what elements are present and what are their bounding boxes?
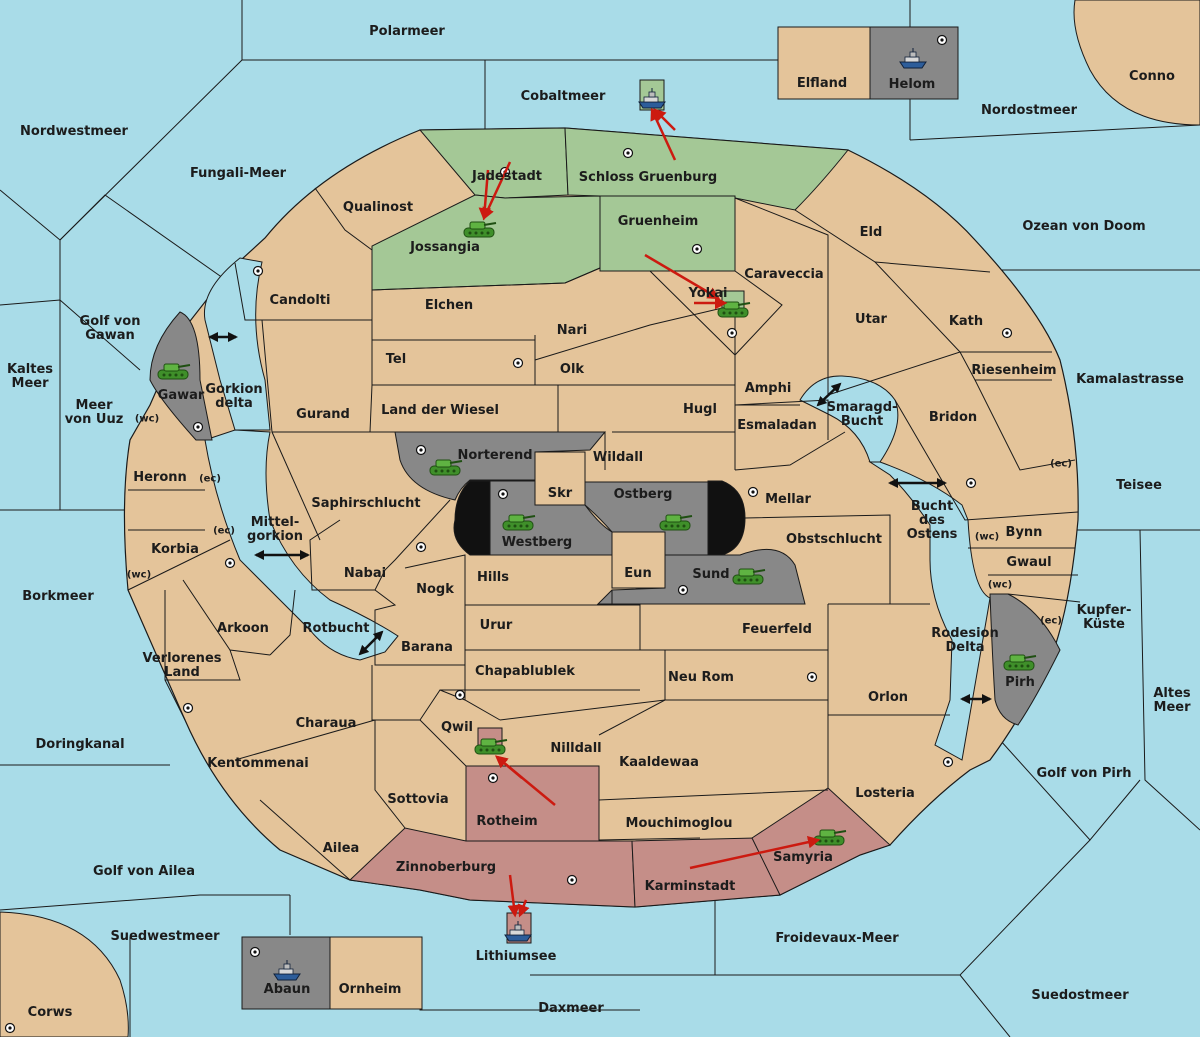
gruenheim-land[interactable]: [599, 195, 736, 272]
ostberg-cap: [707, 480, 746, 556]
move-arrow: [478, 169, 492, 221]
supply-center-icon: [566, 874, 578, 886]
supply-center-icon: [965, 477, 977, 489]
supply-center-icon: [512, 357, 524, 369]
supply-center-icon: [192, 421, 204, 433]
supply-center-icon: [942, 756, 954, 768]
elfland-land[interactable]: [777, 26, 871, 100]
rotheim-land[interactable]: [465, 765, 600, 842]
supply-center-icon: [806, 671, 818, 683]
gorkion-delta-sea[interactable]: [203, 257, 271, 431]
norterend-land[interactable]: [394, 431, 607, 501]
supply-center-icon: [4, 1022, 16, 1034]
sund-land[interactable]: [596, 548, 806, 605]
move-arrow: [507, 874, 520, 918]
passage-arrows: [208, 332, 992, 704]
land-borders: [127, 187, 1081, 881]
bucht-des-ostens-sea[interactable]: [868, 461, 991, 761]
supply-center-icon: [415, 444, 427, 456]
corws-land[interactable]: [0, 911, 129, 1037]
supply-center-icon: [487, 772, 499, 784]
supply-center-icon: [182, 702, 194, 714]
ornheim-land[interactable]: [329, 936, 423, 1010]
supply-center-icon: [747, 486, 759, 498]
supply-center-icon: [415, 541, 427, 553]
supply-center-icon: [622, 147, 634, 159]
move-arrow: [653, 108, 676, 131]
move-arrow: [495, 755, 523, 779]
supply-center-icon: [497, 488, 509, 500]
move-arrow: [644, 253, 721, 300]
westberg-cap: [453, 480, 491, 556]
supply-center-icon: [249, 946, 261, 958]
move-arrow: [517, 899, 530, 918]
supply-center-icon: [936, 34, 948, 46]
skr-land[interactable]: [534, 451, 586, 506]
move-orders: [478, 107, 821, 918]
jadestadt-land[interactable]: [418, 127, 569, 199]
supply-center-icon: [252, 265, 264, 277]
conno-land[interactable]: [1073, 0, 1200, 126]
supply-center-icon: [677, 584, 689, 596]
supply-center-icon: [1001, 327, 1013, 339]
move-arrow: [689, 836, 821, 870]
supply-center-icon: [224, 557, 236, 569]
mittel-gorkion-sea[interactable]: [204, 429, 399, 661]
eun-land[interactable]: [611, 531, 666, 589]
supply-center-icon: [691, 243, 703, 255]
supply-center-icon: [726, 327, 738, 339]
supply-center-icon: [454, 689, 466, 701]
